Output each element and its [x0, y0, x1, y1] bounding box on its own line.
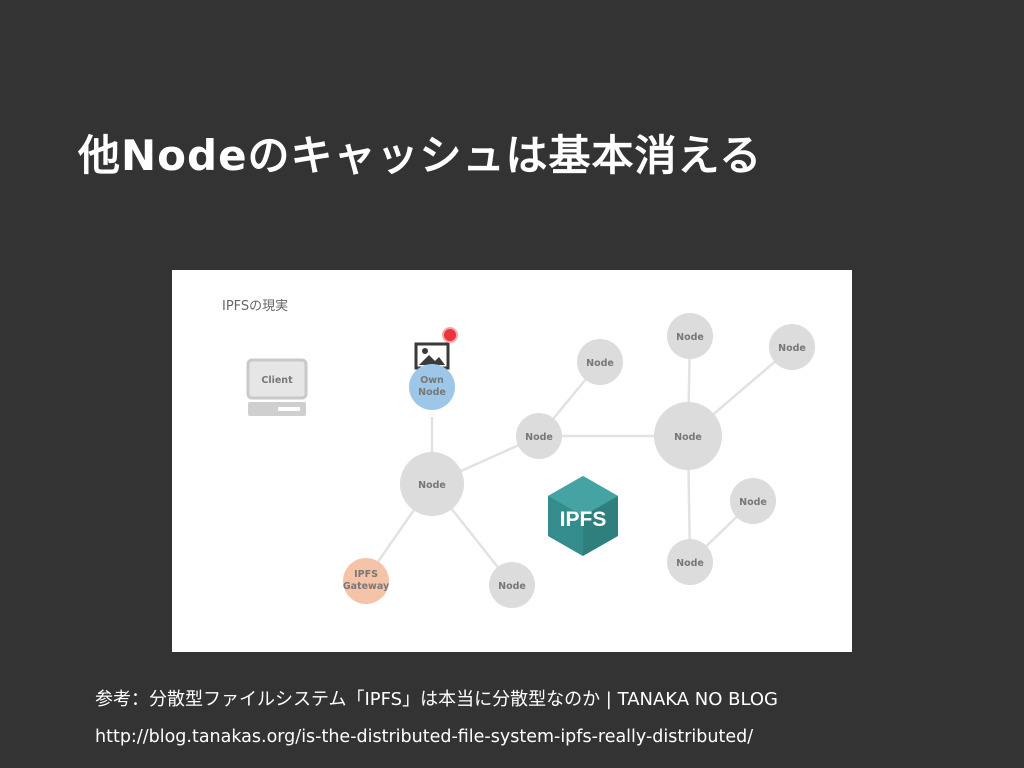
node-label: Node	[498, 581, 526, 592]
client-label: Client	[261, 375, 293, 386]
own-node-label-line1: Own	[420, 375, 444, 386]
node-label: Node	[739, 497, 767, 508]
diagram-panel: IPFSの現実 Client	[172, 270, 852, 652]
network-diagram: Client Own Node IPFS Gateway Node No	[246, 313, 815, 608]
diagram-heading: IPFSの現実	[222, 299, 289, 314]
node-bottom: Node	[489, 562, 535, 608]
node-side: Node	[730, 478, 776, 524]
notification-dot-icon	[442, 327, 458, 343]
gateway-label-line2: Gateway	[343, 581, 390, 592]
gateway-node: IPFS Gateway	[343, 558, 390, 604]
node-lower: Node	[667, 539, 713, 585]
own-node: Own Node	[409, 364, 455, 410]
node-right: Node	[769, 324, 815, 370]
node-label: Node	[676, 558, 704, 569]
reference-citation: 参考：分散型ファイルシステム「IPFS」は本当に分散型なのか | TANAKA …	[95, 689, 779, 710]
own-node-label-line2: Node	[418, 387, 446, 398]
node-center: Node	[400, 452, 464, 516]
ipfs-logo-icon: IPFS	[548, 476, 618, 556]
node-top: Node	[667, 313, 713, 359]
node-label: Node	[778, 343, 806, 354]
node-mid: Node	[516, 413, 562, 459]
client-computer-icon: Client	[246, 358, 308, 416]
ipfs-logo-text: IPFS	[560, 508, 607, 531]
slide-title: 他Nodeのキャッシュは基本消える	[78, 131, 763, 180]
reference-url: http://blog.tanakas.org/is-the-distribut…	[95, 727, 754, 747]
node-label: Node	[674, 432, 702, 443]
node-upper: Node	[577, 339, 623, 385]
node-label: Node	[418, 480, 446, 491]
node-label: Node	[676, 332, 704, 343]
gateway-label-line1: IPFS	[354, 569, 378, 580]
node-label: Node	[525, 432, 553, 443]
node-label: Node	[586, 358, 614, 369]
node-hub: Node	[654, 402, 722, 470]
